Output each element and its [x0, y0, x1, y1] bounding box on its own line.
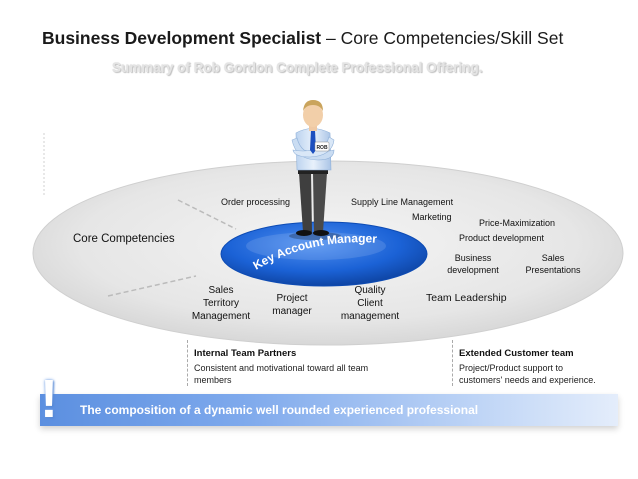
extended-team-title: Extended Customer team [459, 348, 574, 359]
extended-team-line2: customers' needs and experience. [459, 374, 596, 385]
dashed-connector-lower [107, 275, 197, 297]
skill-quality-client-line2: Client [357, 298, 383, 309]
name-badge [314, 141, 330, 152]
skill-quality-client: Quality Client management [334, 284, 406, 323]
summary-banner [40, 394, 618, 426]
skill-quality-client-line3: management [340, 311, 400, 322]
title-bold: Business Development Specialist [42, 28, 322, 48]
skill-price-maximization: Price-Maximization [479, 218, 556, 228]
skill-project-manager: Project manager [261, 292, 323, 318]
dashed-connector-upper [177, 199, 237, 230]
core-competencies-label: Core Competencies [73, 233, 175, 245]
skill-sales-presentations-line2: Presentations [525, 264, 581, 275]
slide-subtitle: Summary of Rob Gordon Complete Professio… [112, 60, 483, 75]
extended-team-line1: Project/Product support to [459, 363, 564, 373]
name-badge-text: ROB [316, 145, 328, 151]
exclamation-icon: ! [40, 369, 58, 429]
skill-business-development: Business development [440, 253, 506, 276]
skill-sales-territory-line2: Territory [202, 298, 240, 309]
skill-team-leadership: Team Leadership [426, 292, 507, 304]
skill-business-development-line1: Business [454, 253, 492, 263]
skill-sales-presentations: Sales Presentations [519, 253, 587, 276]
skill-sales-presentations-line1: Sales [541, 253, 565, 263]
extended-divider [452, 340, 454, 386]
skill-sales-territory-line1: Sales [208, 285, 234, 296]
skill-marketing: Marketing [412, 212, 452, 222]
skill-order-processing: Order processing [221, 197, 291, 207]
skill-project-manager-line1: Project [276, 293, 308, 304]
summary-banner-text: The composition of a dynamic well rounde… [80, 403, 479, 417]
internal-team-line2: members [194, 374, 232, 385]
internal-team-body: Consistent and motivational toward all t… [194, 363, 414, 386]
skill-sales-territory-line3: Management [191, 311, 251, 322]
businessman-figure [289, 100, 341, 240]
internal-team-line1: Consistent and motivational toward all t… [194, 363, 369, 373]
skill-business-development-line2: development [447, 264, 499, 275]
skill-product-development: Product development [459, 233, 545, 243]
skill-sales-territory: Sales Territory Management [186, 284, 256, 323]
skill-quality-client-line1: Quality [354, 285, 386, 296]
skill-project-manager-line2: manager [272, 306, 312, 317]
extended-team-body: Project/Product support to customers' ne… [459, 363, 629, 386]
internal-team-title: Internal Team Partners [194, 348, 297, 359]
internal-divider [187, 340, 189, 386]
center-disc [220, 221, 428, 287]
title-rest: – Core Competencies/Skill Set [321, 28, 564, 48]
slide-title: Business Development Specialist – Core C… [42, 28, 563, 49]
skill-supply-line: Supply Line Management [351, 197, 454, 207]
